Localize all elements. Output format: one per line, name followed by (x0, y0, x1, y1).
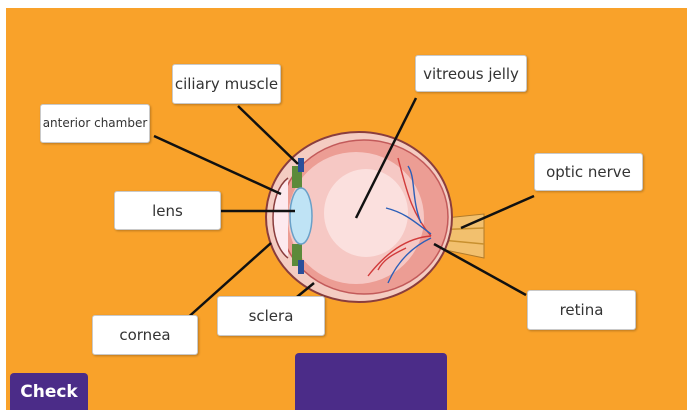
activity-stage: ciliary muscle vitreous jelly anterior c… (6, 8, 687, 410)
answer-drop-slot[interactable] (295, 353, 447, 410)
label-ciliary-muscle[interactable]: ciliary muscle (172, 64, 281, 104)
label-anterior-chamber[interactable]: anterior chamber (40, 104, 150, 143)
lens-drawing (290, 188, 312, 244)
label-optic-nerve[interactable]: optic nerve (534, 153, 643, 191)
label-cornea[interactable]: cornea (92, 315, 198, 355)
label-sclera[interactable]: sclera (217, 296, 325, 336)
label-retina[interactable]: retina (527, 290, 636, 330)
check-button[interactable]: Check (10, 373, 88, 410)
label-lens[interactable]: lens (114, 191, 221, 230)
label-vitreous-jelly[interactable]: vitreous jelly (415, 55, 527, 92)
